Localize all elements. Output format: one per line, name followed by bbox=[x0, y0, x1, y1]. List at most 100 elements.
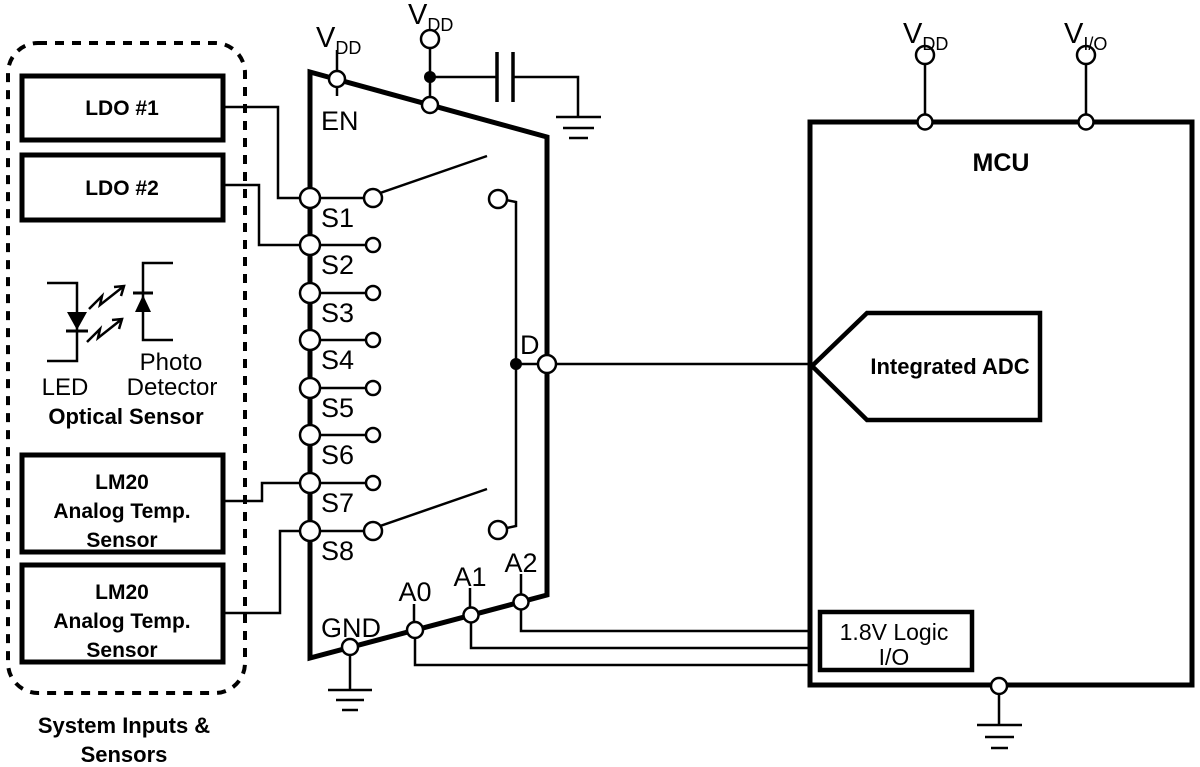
switch-contact-s2 bbox=[364, 236, 382, 254]
vdd-label-en: VDD bbox=[316, 22, 361, 58]
mux-pin-s3 bbox=[298, 281, 322, 305]
mux-pin-s5 bbox=[298, 376, 322, 400]
wire-a2 bbox=[519, 574, 810, 633]
mux-pin-gnd bbox=[340, 637, 360, 657]
pin-label-s2: S2 bbox=[321, 250, 354, 280]
wire-ldo2-s2 bbox=[223, 183, 302, 247]
mcu-vio-label: VI/O bbox=[1064, 18, 1107, 54]
mcu-title: MCU bbox=[973, 149, 1030, 177]
pin-label-a0: A0 bbox=[398, 577, 431, 607]
ground-icon-mcu bbox=[977, 723, 1022, 750]
mcu-vdd-label: VDD bbox=[903, 18, 948, 54]
drain-bus-contact-top bbox=[487, 188, 509, 210]
mcu-ground bbox=[977, 676, 1022, 750]
sensors-caption-line1: System Inputs & bbox=[38, 713, 210, 738]
photo-detector-label-line1: Photo bbox=[140, 349, 203, 376]
capacitor-icon bbox=[495, 52, 515, 102]
mcu-vdd-terminal: VDD bbox=[903, 18, 948, 131]
supply-junction-dot bbox=[424, 71, 436, 83]
switch-contact-s4 bbox=[364, 331, 382, 349]
address-lines: A0 A1 A2 bbox=[398, 548, 810, 667]
mux-pin-s2 bbox=[298, 233, 322, 257]
pin-label-s1: S1 bbox=[321, 203, 354, 233]
pin-label-s5: S5 bbox=[321, 393, 354, 423]
ground-icon-mux bbox=[328, 688, 372, 712]
switch-contact-s7 bbox=[364, 474, 382, 492]
photodiode-triangle bbox=[135, 295, 151, 312]
adc-label: Integrated ADC bbox=[870, 354, 1029, 379]
wire-a0 bbox=[412, 604, 810, 667]
ldo1-label: LDO #1 bbox=[85, 97, 159, 120]
sensors-group-outline bbox=[6, 41, 247, 695]
wire-a1 bbox=[468, 588, 810, 650]
mux-pin-s6 bbox=[298, 423, 322, 447]
pin-label-s4: S4 bbox=[321, 345, 354, 375]
mcu-vio-terminal-circle bbox=[1075, 44, 1097, 66]
light-arrows-icon bbox=[86, 284, 126, 343]
light-arrow-1 bbox=[88, 284, 126, 310]
vdd-terminal bbox=[419, 28, 441, 50]
mcu-vio-terminal: VI/O bbox=[1064, 18, 1107, 131]
temp-sensor2-line1: LM20 bbox=[95, 581, 149, 604]
temp-sensor1-line1: LM20 bbox=[95, 471, 149, 494]
ground-icon-supply bbox=[556, 115, 601, 140]
mux-pin-en bbox=[327, 69, 347, 89]
wire-temp1-s7 bbox=[223, 481, 302, 503]
mcu-pin-gnd bbox=[989, 676, 1009, 696]
led-icon bbox=[47, 281, 88, 363]
wire-temp2-s8 bbox=[223, 529, 302, 615]
drain-junction-dot bbox=[510, 358, 522, 370]
led-triangle bbox=[67, 312, 87, 330]
mcu-pin-vio bbox=[1077, 113, 1095, 131]
vdd-label-supply: VDD bbox=[408, 0, 453, 35]
switch-contact-s6 bbox=[364, 426, 382, 444]
switch-contact-s5 bbox=[364, 379, 382, 397]
pin-label-s6: S6 bbox=[321, 440, 354, 470]
temp-sensor2-line2: Analog Temp. bbox=[53, 610, 190, 633]
mux-pin-s7 bbox=[298, 471, 322, 495]
pin-label-d: D bbox=[520, 330, 540, 360]
switch-contact-s3 bbox=[364, 284, 382, 302]
mux-pin-a2 bbox=[512, 593, 530, 611]
pin-label-gnd: GND bbox=[321, 613, 381, 643]
sensors-caption-line2: Sensors bbox=[81, 742, 168, 767]
switch-contact-s8 bbox=[362, 520, 384, 542]
temp-sensor2-line3: Sensor bbox=[86, 639, 157, 662]
light-arrow-2 bbox=[86, 317, 124, 343]
optical-sensor-caption: Optical Sensor bbox=[48, 404, 204, 429]
adc-shape bbox=[808, 310, 1043, 423]
mux-ground: GND bbox=[321, 613, 381, 712]
mux-source-stubs bbox=[312, 196, 372, 533]
mux-pin-d bbox=[536, 353, 558, 375]
ldo2-box bbox=[19, 152, 226, 223]
switch-contact-s1 bbox=[362, 187, 384, 209]
ldo2-label: LDO #2 bbox=[85, 177, 159, 200]
capacitor-wire bbox=[430, 75, 580, 116]
switch-arm-s1 bbox=[379, 154, 488, 195]
ldo1-box bbox=[19, 73, 226, 143]
drain-bus-contact-bottom bbox=[487, 519, 509, 541]
led-label: LED bbox=[42, 374, 89, 401]
pin-label-a2: A2 bbox=[504, 548, 537, 578]
wire-ldo1-s1 bbox=[223, 105, 302, 200]
mux-supply: VDD bbox=[408, 0, 601, 140]
temp-sensor1-line3: Sensor bbox=[86, 529, 157, 552]
mux-pin-s1 bbox=[298, 186, 322, 210]
logic-io-box bbox=[817, 609, 975, 673]
pin-label-a1: A1 bbox=[453, 562, 486, 592]
mux-pin-vdd bbox=[420, 95, 440, 115]
mux-body bbox=[307, 68, 550, 662]
temp-sensor1-box bbox=[19, 452, 226, 555]
temp-sensor1-line2: Analog Temp. bbox=[53, 500, 190, 523]
mux-pin-a0 bbox=[405, 620, 425, 640]
mcu-pin-vdd bbox=[916, 113, 934, 131]
photodiode-icon bbox=[133, 261, 173, 342]
mux-pin-a1 bbox=[462, 606, 480, 624]
pin-label-s7: S7 bbox=[321, 488, 354, 518]
logic-io-label-line2: I/O bbox=[879, 644, 910, 670]
pin-label-s3: S3 bbox=[321, 298, 354, 328]
photo-detector-label-line2: Detector bbox=[127, 374, 218, 401]
mux-pin-s8 bbox=[298, 519, 322, 543]
pin-label-en: EN bbox=[321, 106, 359, 136]
